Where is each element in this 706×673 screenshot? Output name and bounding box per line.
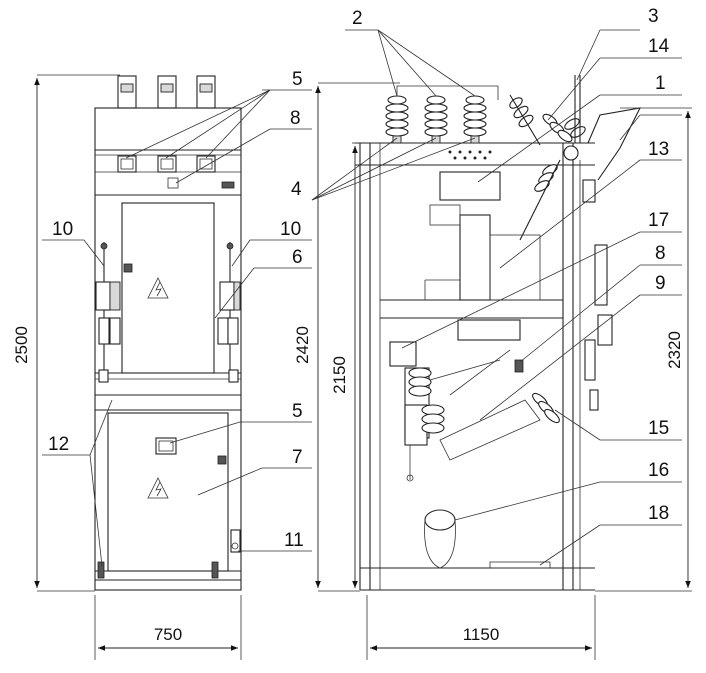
callout-17: 17 [648, 210, 669, 231]
callout-15: 15 [648, 418, 669, 439]
dim-2500: 2500 [12, 326, 31, 364]
callout-8: 8 [655, 243, 666, 264]
front-cabinet-outline [94, 107, 242, 591]
earthing-terminal [230, 529, 241, 553]
callout-10: 10 [52, 219, 73, 240]
callout-13: 13 [648, 139, 669, 160]
callout-10: 10 [280, 219, 301, 240]
top-disconnector [509, 75, 586, 146]
side-mechanisms [582, 179, 613, 411]
breaker-top [439, 171, 501, 201]
callout-3: 3 [648, 6, 659, 27]
bushing-insulators [385, 85, 499, 144]
side-view [355, 75, 641, 591]
callout-5: 5 [292, 401, 303, 422]
roof-plate [448, 145, 579, 161]
side-dimensions [315, 82, 692, 660]
right-mechanism [217, 242, 241, 370]
callout-2: 2 [352, 8, 363, 29]
sight-window [117, 155, 137, 173]
sight-window [157, 155, 177, 173]
vacuum-breaker [459, 214, 491, 301]
callout-11: 11 [284, 530, 304, 551]
callout-labels: 5 8 10 10 6 5 7 11 12 2 4 3 14 1 13 17 8… [48, 6, 670, 551]
callout-4: 4 [291, 179, 302, 200]
callout-14: 14 [648, 36, 670, 57]
dimension-labels: 2500 2420 2150 2320 750 1150 [12, 326, 684, 644]
callout-16: 16 [648, 460, 669, 481]
leader-lines [42, 29, 682, 567]
lower-door [107, 412, 229, 572]
lower-compartment [389, 319, 560, 482]
arrester-stack [519, 159, 561, 241]
callout-12: 12 [48, 434, 69, 455]
dim-2320: 2320 [665, 331, 684, 369]
current-transformer [424, 509, 456, 569]
dim-1150: 1150 [463, 625, 500, 644]
callout-1: 1 [655, 73, 666, 94]
front-top-terminals [117, 75, 216, 109]
callout-6: 6 [292, 247, 303, 268]
dim-750: 750 [154, 625, 182, 644]
arrester-hood [587, 107, 641, 181]
dim-2150: 2150 [330, 356, 349, 394]
callout-18: 18 [648, 503, 669, 524]
dim-2420: 2420 [293, 326, 312, 364]
callout-8: 8 [290, 108, 301, 129]
left-mechanism [95, 242, 133, 370]
callout-9: 9 [655, 273, 666, 294]
base-channel [489, 561, 551, 569]
front-dimensions [34, 74, 242, 660]
callout-5: 5 [292, 69, 303, 90]
upper-door [121, 202, 215, 374]
callout-7: 7 [292, 447, 303, 468]
lower-sight-window [155, 437, 177, 455]
front-view [94, 75, 242, 591]
danger-sign [147, 277, 169, 299]
danger-sign-lower [147, 477, 169, 499]
